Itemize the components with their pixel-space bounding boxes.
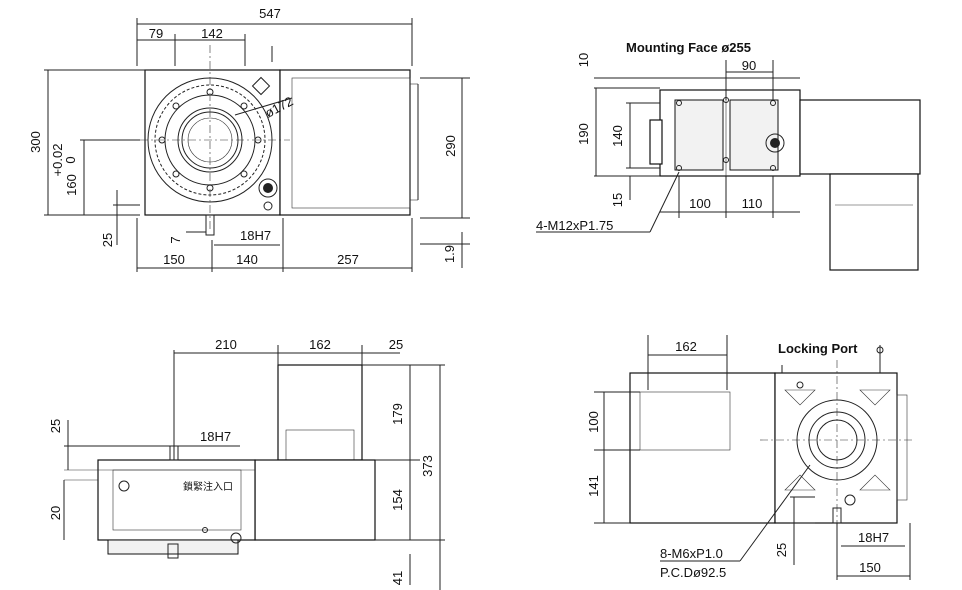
side-housing — [254, 459, 376, 541]
dim-base-height: 25 — [100, 233, 115, 247]
dim-right-gap: 1.9 — [442, 245, 457, 263]
dim-side-motor-height: 179 — [390, 403, 405, 425]
dim-hole-spacing-100: 100 — [689, 196, 711, 211]
side-table-body — [97, 459, 256, 541]
dim-center-height: 160 — [64, 174, 79, 196]
dim-rear-motor-width: 162 — [675, 339, 697, 354]
dim-center-tol-upper: +0.02 — [50, 144, 65, 177]
dim-height-140: 140 — [610, 125, 625, 147]
locking-port-icon — [876, 346, 884, 354]
dim-bottom-left: 150 — [163, 252, 185, 267]
dim-bottom-mid: 140 — [236, 252, 258, 267]
dim-top-gap: 10 — [576, 53, 591, 67]
mounting-face-title: Mounting Face ø255 — [626, 40, 751, 55]
dim-side-body-height: 154 — [390, 489, 405, 511]
rear-callout-line1: 8-M6xP1.0 — [660, 546, 723, 561]
dim-rear-height-100: 100 — [586, 411, 601, 433]
dim-hole-spacing-110: 110 — [742, 196, 763, 211]
mounting-face-motor-lower — [829, 173, 919, 271]
side-locking-knob-icon — [118, 480, 130, 492]
dim-bottom-right: 257 — [337, 252, 359, 267]
dim-rear-height-141: 141 — [586, 475, 601, 497]
dim-hole-spacing-top: 90 — [742, 58, 756, 73]
front-view: 547 79 142 ø172 300 160 +0.02 0 290 25 7… — [28, 6, 470, 272]
dim-rear-base-gap: 25 — [774, 543, 789, 557]
front-gear-icon — [258, 178, 278, 198]
dim-side-total-height: 373 — [420, 455, 435, 477]
dim-side-top-gap: 25 — [48, 419, 63, 433]
dim-side-motor-offset: 210 — [215, 337, 237, 352]
mounting-face-view: Mounting Face ø255 10 90 190 140 15 — [536, 40, 921, 271]
mounting-gear-icon — [765, 133, 785, 153]
dim-bottom-gap: 15 — [610, 193, 625, 207]
dim-left-offset: 79 — [149, 26, 163, 41]
dim-side-key-slot: 18H7 — [200, 429, 231, 444]
rear-callout-line2: P.C.Dø92.5 — [660, 565, 726, 580]
dim-overall-height: 300 — [28, 131, 43, 153]
rear-motor-housing — [629, 372, 776, 524]
locking-port-title: Locking Port — [778, 341, 858, 356]
mounting-face-motor — [799, 99, 921, 175]
mounting-callout: 4-M12xP1.75 — [536, 218, 613, 233]
dim-overall-width: 547 — [259, 6, 281, 21]
rear-table-body — [774, 372, 898, 524]
dim-height-190: 190 — [576, 123, 591, 145]
side-chinese-label: 鎖緊注入口 — [183, 480, 233, 493]
dim-center-tol-lower: 0 — [63, 156, 78, 163]
rear-view: Locking Port 162 100 141 25 — [586, 335, 915, 580]
side-view: 鎖緊注入口 210 162 25 25 18H7 179 373 154 20 … — [48, 337, 445, 590]
dim-side-bottom-right: 41 — [390, 571, 405, 585]
dim-right-height: 290 — [443, 135, 458, 157]
dim-front-key-slot: 18H7 — [240, 228, 271, 243]
front-motor-housing — [279, 69, 411, 216]
dim-rear-key-slot: 18H7 — [858, 530, 889, 545]
side-motor — [277, 364, 363, 461]
dim-side-motor-right-gap: 25 — [389, 337, 403, 352]
dim-side-bottom-left: 20 — [48, 506, 63, 520]
side-base-scale — [107, 539, 239, 555]
dim-side-motor-width: 162 — [309, 337, 331, 352]
dim-key-offset: 7 — [168, 236, 183, 243]
dim-rear-center-offset: 150 — [859, 560, 881, 575]
dim-center-width: 142 — [201, 26, 223, 41]
